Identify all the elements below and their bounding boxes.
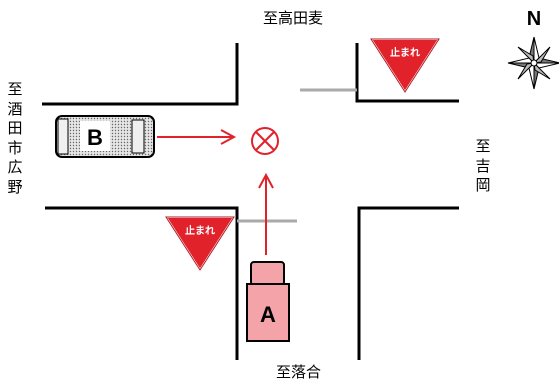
- stop-sign-southwest: 止まれ: [164, 216, 236, 272]
- vehicle-b: B: [55, 115, 155, 158]
- road-edge-northwest: [42, 43, 239, 106]
- vehicle-b-label: B: [87, 125, 103, 150]
- direction-label-west: 至 酒 田 市 広 野: [7, 80, 23, 197]
- road-edge-southeast: [357, 206, 459, 360]
- stop-sign-text: 止まれ: [185, 224, 215, 237]
- direction-char: 市: [7, 138, 23, 157]
- direction-char: 野: [7, 177, 23, 196]
- direction-label-east: 至 吉 岡: [475, 137, 491, 196]
- vehicle-a-label: A: [260, 302, 276, 327]
- direction-char: 岡: [475, 176, 491, 194]
- collision-point-icon: [251, 127, 279, 155]
- road-edge-northeast: [355, 43, 459, 103]
- compass-north-label: N: [527, 8, 541, 30]
- compass-rose-icon: N: [507, 8, 559, 90]
- arrow-vehicle-a: [258, 172, 274, 255]
- arrow-vehicle-b: [157, 129, 237, 145]
- stop-sign-northeast: 止まれ: [369, 38, 441, 94]
- direction-char: 吉: [475, 156, 491, 175]
- direction-label-south: 至落合: [276, 363, 322, 381]
- direction-char: 田: [7, 119, 23, 137]
- direction-char: 酒: [7, 99, 23, 118]
- vehicle-a: A: [246, 261, 290, 342]
- direction-label-north: 至高田麦: [263, 9, 324, 27]
- road-edges: [42, 43, 459, 360]
- direction-char: 広: [7, 158, 23, 176]
- road-edge-southwest: [45, 206, 239, 360]
- direction-char: 至: [475, 137, 491, 155]
- stop-sign-text: 止まれ: [390, 46, 420, 59]
- direction-char: 至: [7, 80, 23, 98]
